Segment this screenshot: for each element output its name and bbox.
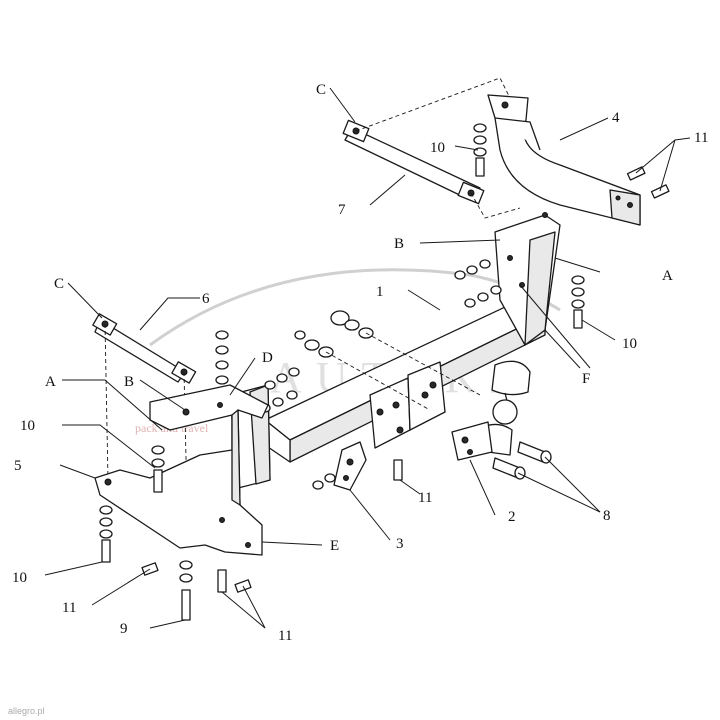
callout-b-right: B <box>394 236 404 252</box>
callout-part-2: 2 <box>508 509 516 525</box>
callout-part-1: 1 <box>376 284 384 300</box>
callout-part-11-bottom: 11 <box>278 628 292 644</box>
callout-part-8: 8 <box>603 508 611 524</box>
callout-b-left: B <box>124 374 134 390</box>
fasteners-row <box>259 259 502 490</box>
callout-a-left: A <box>45 374 56 390</box>
callout-part-10-right: 10 <box>622 336 637 352</box>
part-6-bracket <box>92 313 197 546</box>
callout-part-10-left: 10 <box>20 418 35 434</box>
callout-c-top: C <box>316 82 326 98</box>
callout-part-10-top: 10 <box>430 140 445 156</box>
callout-part-4: 4 <box>612 110 620 126</box>
part-2-towball <box>451 360 531 461</box>
leader-lines <box>44 87 691 629</box>
callout-part-11-left: 11 <box>62 600 76 616</box>
callout-part-3: 3 <box>396 536 404 552</box>
callout-part-6: 6 <box>202 291 210 307</box>
callout-a-right: A <box>662 268 673 284</box>
callouts: C C A A B B D E F 1 2 3 4 5 6 7 8 9 10 1… <box>12 82 708 644</box>
callout-part-11-mid: 11 <box>418 490 432 506</box>
part-5-side-bracket <box>94 384 269 556</box>
callout-part-7: 7 <box>338 202 346 218</box>
part-7-bracket <box>342 77 521 219</box>
part-4-side-bracket <box>487 94 641 226</box>
callout-f: F <box>582 371 590 387</box>
callout-c-left: C <box>54 276 64 292</box>
callout-part-10-bottom: 10 <box>12 570 27 586</box>
callout-e: E <box>330 538 339 554</box>
callout-part-11-top: 11 <box>694 130 708 146</box>
loose-fasteners <box>99 123 670 621</box>
callout-part-9: 9 <box>120 621 128 637</box>
callout-part-5: 5 <box>14 458 22 474</box>
part-8-bolts <box>492 441 552 480</box>
callout-d: D <box>262 350 273 366</box>
part-3-socket-plate <box>333 441 367 491</box>
image-credit: allegro.pl <box>8 706 45 716</box>
